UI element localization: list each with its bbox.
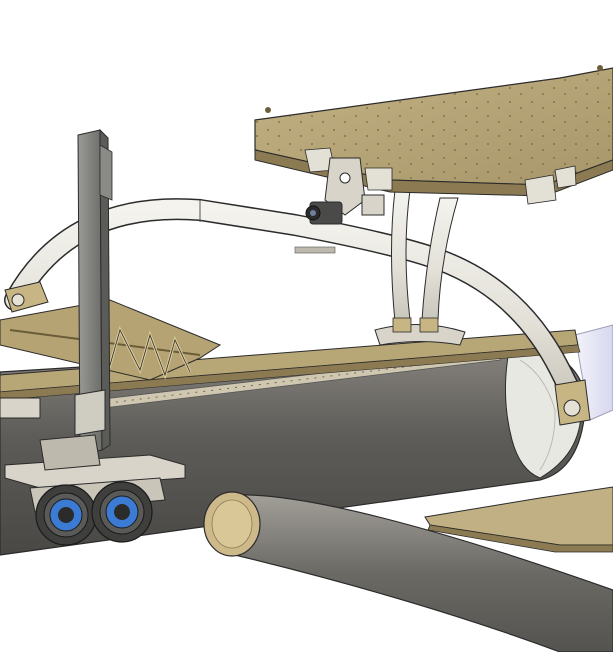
wheel-left — [35, 484, 97, 546]
tube-fitting-right — [554, 379, 591, 426]
wheel-carriage — [4, 434, 186, 546]
wheel-right — [91, 481, 153, 543]
tube-fitting-left — [4, 281, 49, 313]
pontoon-cut — [203, 491, 613, 652]
camera-mount — [305, 157, 385, 225]
mast — [74, 128, 113, 456]
support-posts — [374, 189, 466, 346]
deck-panel — [254, 65, 613, 205]
